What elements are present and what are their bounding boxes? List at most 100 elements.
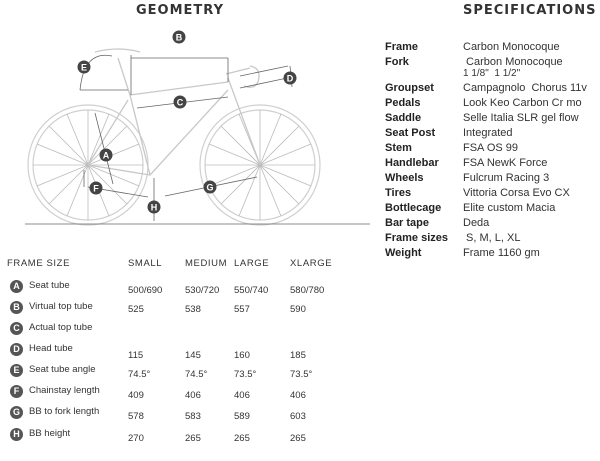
spec-key: Handlebar xyxy=(385,157,439,169)
cell-xlarge: 185 xyxy=(290,350,306,361)
spec-value: Frame 1160 gm xyxy=(463,247,540,259)
badge-f-icon: F xyxy=(10,385,23,398)
cell-xlarge: 265 xyxy=(290,433,306,444)
table-row-virtual-top-tube: B Virtual top tube 525 538 557 590 xyxy=(7,301,367,321)
cell-medium: 265 xyxy=(185,433,201,444)
cell-medium: 145 xyxy=(185,350,201,361)
table-row-bb-height: H BB height 270 265 265 265 xyxy=(7,428,367,448)
cell-xlarge: 590 xyxy=(290,304,306,315)
cell-medium: 530/720 xyxy=(185,285,220,296)
row-label: BB to fork length xyxy=(29,406,100,417)
table-row-seat-tube-angle: E Seat tube angle 74.5° 74.5° 73.5° 73.5… xyxy=(7,364,367,384)
svg-text:E: E xyxy=(81,63,87,73)
header-large: LARGE xyxy=(234,258,270,269)
spec-row-stem: Stem FSA OS 99 xyxy=(385,141,600,156)
header-small: SMALL xyxy=(128,258,163,269)
badge-c-icon: C xyxy=(10,322,23,335)
table-row-actual-top-tube: C Actual top tube xyxy=(7,322,367,342)
spec-value: Carbon Monocoque xyxy=(463,56,563,68)
cell-small: 115 xyxy=(128,350,144,361)
cell-small: 578 xyxy=(128,411,144,422)
spec-key: Groupset xyxy=(385,82,434,94)
svg-text:B: B xyxy=(176,33,183,43)
row-label: Seat tube xyxy=(29,280,70,291)
spec-value-line2: 1 1/8" 1 1/2" xyxy=(463,68,521,79)
svg-text:F: F xyxy=(93,184,99,194)
cell-large: 265 xyxy=(234,433,250,444)
spec-value: Selle Italia SLR gel flow xyxy=(463,112,579,124)
spec-value: FSA NewK Force xyxy=(463,157,548,169)
badge-d-icon: D xyxy=(283,71,297,85)
spec-row-wheels: Wheels Fulcrum Racing 3 xyxy=(385,171,600,186)
cell-medium: 583 xyxy=(185,411,201,422)
cell-small: 270 xyxy=(128,433,144,444)
badge-a-icon: A xyxy=(99,148,113,162)
table-row-head-tube: D Head tube 115 145 160 185 xyxy=(7,343,367,363)
table-row-chainstay-length: F Chainstay length 409 406 406 406 xyxy=(7,385,367,405)
spec-value: S, M, L, XL xyxy=(463,232,521,244)
spec-row-weight: Weight Frame 1160 gm xyxy=(385,246,600,261)
spec-value: Fulcrum Racing 3 xyxy=(463,172,550,184)
cell-xlarge: 406 xyxy=(290,390,306,401)
cell-medium: 406 xyxy=(185,390,201,401)
badge-e-icon: E xyxy=(77,60,91,74)
row-label: Head tube xyxy=(29,343,73,354)
spec-value: Look Keo Carbon Cr mo xyxy=(463,97,582,109)
spec-key: Fork xyxy=(385,56,409,68)
spec-row-frame: Frame Carbon Monocoque xyxy=(385,40,600,55)
row-label: BB height xyxy=(29,428,71,439)
badge-b-icon: B xyxy=(10,301,23,314)
svg-text:H: H xyxy=(151,203,158,213)
spec-key: Seat Post xyxy=(385,127,436,139)
bike-geometry-diagram: A B C D E F G H xyxy=(25,30,370,226)
badge-d-icon: D xyxy=(10,343,23,356)
badge-h-icon: H xyxy=(10,428,23,441)
badge-a-icon: A xyxy=(10,280,23,293)
spec-key: Weight xyxy=(385,247,422,259)
badge-g-icon: G xyxy=(10,406,23,419)
cell-small: 74.5° xyxy=(128,369,151,380)
spec-key: Bar tape xyxy=(385,217,430,229)
cell-small: 500/690 xyxy=(128,285,163,296)
cell-large: 557 xyxy=(234,304,250,315)
row-label: Chainstay length xyxy=(29,385,100,396)
svg-text:D: D xyxy=(287,74,294,84)
table-row-bb-to-fork-length: G BB to fork length 578 583 589 603 xyxy=(7,406,367,426)
header-medium: MEDIUM xyxy=(185,258,228,269)
row-label: Seat tube angle xyxy=(29,364,96,375)
badge-e-icon: E xyxy=(10,364,23,377)
cell-medium: 74.5° xyxy=(185,369,208,380)
svg-text:C: C xyxy=(177,98,184,108)
specifications-title: SPECIFICATIONS xyxy=(463,3,597,18)
spec-key: Tires xyxy=(385,187,412,199)
spec-value: FSA OS 99 xyxy=(463,142,519,154)
spec-row-handlebar: Handlebar FSA NewK Force xyxy=(385,156,600,171)
badge-g-icon: G xyxy=(203,180,217,194)
cell-xlarge: 603 xyxy=(290,411,306,422)
spec-key: Wheels xyxy=(385,172,424,184)
spec-value: Carbon Monocoque xyxy=(463,41,560,53)
cell-large: 550/740 xyxy=(234,285,269,296)
table-row-seat-tube: A Seat tube 500/690 530/720 550/740 580/… xyxy=(7,280,367,300)
cell-medium: 538 xyxy=(185,304,201,315)
cell-large: 589 xyxy=(234,411,250,422)
cell-small: 525 xyxy=(128,304,144,315)
cell-large: 406 xyxy=(234,390,250,401)
badge-c-icon: C xyxy=(173,95,187,109)
spec-key: Frame sizes xyxy=(385,232,448,244)
svg-text:A: A xyxy=(103,151,110,161)
spec-key: Stem xyxy=(385,142,412,154)
spec-value: Deda xyxy=(463,217,490,229)
spec-row-frame-sizes: Frame sizes S, M, L, XL xyxy=(385,231,600,246)
cell-small: 409 xyxy=(128,390,144,401)
row-label: Actual top tube xyxy=(29,322,93,333)
spec-key: Frame xyxy=(385,41,419,53)
svg-text:G: G xyxy=(206,183,213,193)
